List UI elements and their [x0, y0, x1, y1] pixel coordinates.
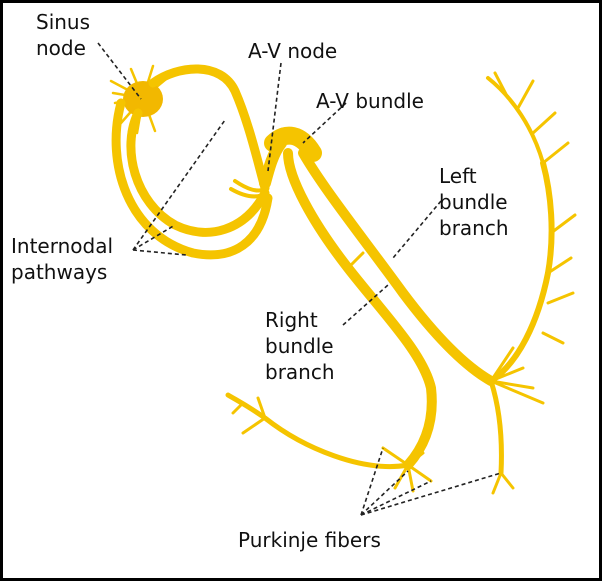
leader-lines — [97, 42, 502, 516]
right-bundle-label-line3: branch — [265, 360, 335, 384]
av-bundle — [264, 126, 322, 162]
av-node-label: A-V node — [248, 38, 337, 64]
right-bundle-branch — [225, 148, 437, 470]
sinus-node-label-line2: node — [36, 36, 86, 60]
cardiac-conduction-diagram — [97, 42, 577, 516]
left-bundle-branch-label: Left bundle branch — [439, 163, 509, 241]
internodal-label-line1: Internodal — [11, 234, 114, 258]
right-bundle-branch-label: Right bundle branch — [265, 307, 335, 385]
purkinje-fibers-label-text: Purkinje fibers — [238, 528, 381, 552]
av-bundle-label: A-V bundle — [316, 88, 424, 114]
internodal-pathways-label: Internodal pathways — [11, 233, 113, 285]
sinus-node-label-line1: Sinus — [36, 10, 91, 34]
sinus-node — [109, 64, 173, 135]
internodal-pathways — [111, 64, 273, 260]
purkinje-fibers — [231, 71, 577, 495]
right-bundle-label-line1: Right — [265, 308, 318, 332]
left-bundle-label-line3: branch — [439, 216, 509, 240]
left-bundle-label-line2: bundle — [439, 190, 508, 214]
av-bundle-label-text: A-V bundle — [316, 89, 424, 113]
internodal-label-line2: pathways — [11, 260, 108, 284]
left-bundle-label-line1: Left — [439, 164, 477, 188]
av-node-label-text: A-V node — [248, 39, 338, 63]
purkinje-fibers-label: Purkinje fibers — [238, 527, 381, 553]
right-bundle-label-line2: bundle — [265, 334, 334, 358]
sinus-node-label: Sinus node — [36, 9, 90, 61]
